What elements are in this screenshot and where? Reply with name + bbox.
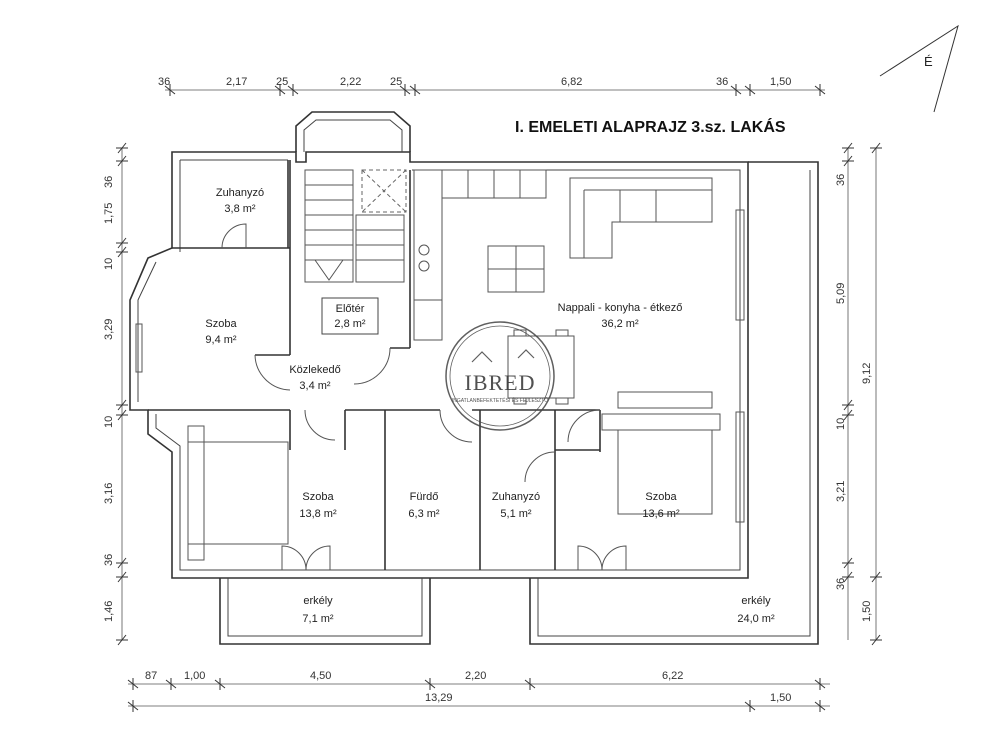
- room-7-name: Zuhanyzó: [492, 491, 540, 503]
- dim-top-2: 25: [276, 76, 288, 88]
- fixtures: [135, 169, 745, 571]
- windows: [135, 209, 745, 523]
- room-1-area: 9,4 m²: [205, 334, 237, 346]
- dim-left-2: 10: [103, 258, 115, 270]
- dim-bottom1-0: 87: [145, 670, 157, 682]
- dimension-line-left: 36 1,75 10 3,29 10 3,16 36 1,46: [103, 142, 128, 646]
- room-9-area: 7,1 m²: [302, 613, 334, 625]
- north-arrow-icon: É: [879, 24, 959, 113]
- dim-top-6: 36: [716, 76, 728, 88]
- staircase: [304, 169, 407, 283]
- dining-set-icon: [507, 329, 575, 405]
- room-10-name: erkély: [741, 595, 771, 607]
- room-0-name: Zuhanyzó: [216, 187, 264, 199]
- dim-bottom1-1: 1,00: [184, 670, 205, 682]
- dim-left-1: 1,75: [103, 203, 115, 224]
- dim-top-5: 6,82: [561, 76, 582, 88]
- dim-top-0: 36: [158, 76, 170, 88]
- room-2-area: 2,8 m²: [334, 318, 366, 330]
- dim-left-6: 36: [103, 554, 115, 566]
- dim-bottom1-3: 2,20: [465, 670, 486, 682]
- dimension-line-right-outer: 9,12 1,50: [861, 142, 882, 646]
- doors: [221, 223, 627, 571]
- dim-right-outer-1: 1,50: [861, 601, 873, 622]
- dim-right-inner-4: 36: [835, 578, 847, 590]
- room-9-name: erkély: [303, 595, 333, 607]
- north-label: É: [924, 54, 933, 69]
- room-6-area: 6,3 m²: [408, 508, 440, 520]
- dim-right-outer-0: 9,12: [861, 363, 873, 384]
- dimension-line-top: 36 2,17 25 2,22 25 6,82 36 1,50: [158, 76, 826, 96]
- room-10-area: 24,0 m²: [737, 613, 775, 625]
- bed-icon: [187, 425, 289, 561]
- room-3-area: 3,4 m²: [299, 380, 331, 392]
- sofa-icon: [569, 177, 713, 259]
- room-0-area: 3,8 m²: [224, 203, 256, 215]
- room-4-area: 36,2 m²: [601, 318, 639, 330]
- room-7-area: 5,1 m²: [500, 508, 532, 520]
- dim-left-0: 36: [103, 176, 115, 188]
- dim-right-inner-0: 36: [835, 174, 847, 186]
- room-8-area: 13,6 m²: [642, 508, 680, 520]
- room-6-name: Fürdő: [410, 491, 439, 503]
- room-3-name: Közlekedő: [289, 364, 340, 376]
- room-4-name: Nappali - konyha - étkező: [558, 302, 683, 314]
- dim-bottom1-2: 4,50: [310, 670, 331, 682]
- dim-bottom2-0: 13,29: [425, 692, 453, 704]
- dim-left-7: 1,46: [103, 601, 115, 622]
- plan-title: I. EMELETI ALAPRAJZ 3.sz. LAKÁS: [515, 117, 786, 136]
- room-8-name: Szoba: [645, 491, 677, 503]
- dimension-line-bottom-1: 87 1,00 4,50 2,20 6,22: [127, 670, 830, 690]
- dim-bottom1-4: 6,22: [662, 670, 683, 682]
- bed-icon-2: [601, 391, 721, 515]
- watermark-brand: IBRED: [465, 370, 536, 395]
- dim-right-inner-3: 3,21: [835, 481, 847, 502]
- dim-top-3: 2,22: [340, 76, 361, 88]
- room-5-name: Szoba: [302, 491, 334, 503]
- watermark-tagline: INGATLANBEFEKTETÉSI ÉS FEJLESZTŐ: [452, 397, 548, 404]
- dim-top-7: 1,50: [770, 76, 791, 88]
- building-walls: [129, 111, 819, 645]
- dim-top-4: 25: [390, 76, 402, 88]
- room-5-area: 13,8 m²: [299, 508, 337, 520]
- dim-right-inner-1: 5,09: [835, 283, 847, 304]
- dim-left-4: 10: [103, 416, 115, 428]
- room-labels: Zuhanyzó 3,8 m² Szoba 9,4 m² Előtér 2,8 …: [205, 187, 775, 625]
- dimension-line-bottom-2: 13,29 1,50: [127, 692, 830, 712]
- kitchen-counter: [413, 169, 547, 341]
- dimension-line-right-inner: 36 5,09 10 3,21 36: [835, 142, 854, 640]
- watermark-logo: IBRED INGATLANBEFEKTETÉSI ÉS FEJLESZTŐ: [445, 321, 555, 431]
- dim-top-1: 2,17: [226, 76, 247, 88]
- dim-left-3: 3,29: [103, 319, 115, 340]
- dim-bottom2-1: 1,50: [770, 692, 791, 704]
- room-1-name: Szoba: [205, 318, 237, 330]
- table-icon: [487, 245, 545, 293]
- dim-right-inner-2: 10: [835, 418, 847, 430]
- room-2-name: Előtér: [336, 303, 365, 315]
- dim-left-5: 3,16: [103, 483, 115, 504]
